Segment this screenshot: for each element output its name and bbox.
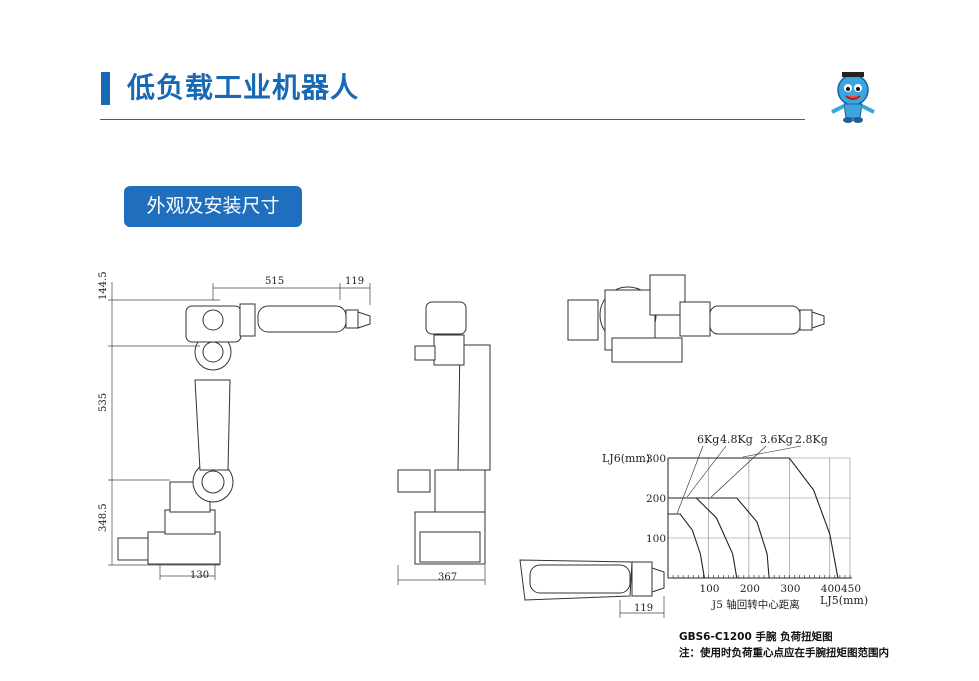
robot-front-view [117,303,371,565]
dim-348-5: 348.5 [98,503,109,532]
section-label-button: 外观及安装尺寸 [124,186,302,227]
dim-119-top: 119 [345,276,364,287]
page-title: 低负载工业机器人 [127,71,360,104]
chart-note: 注：使用时负荷重心点应在手腕扭矩图范围内 [679,647,889,659]
chart-series-3 [668,457,839,579]
chart-caption: GBS6-C1200 手腕 负荷扭矩图 [679,631,833,643]
robot-wrist-view [519,559,665,601]
chart-series-0 [668,513,705,579]
dim-515: 515 [265,276,284,287]
chart-x-tick-label-2: 300 [780,583,800,595]
chart-y-tick-label-1: 200 [646,493,666,505]
chart-xunit: LJ5(mm) [820,594,868,607]
chart-legend-label-0: 6Kg [697,433,719,446]
robot-top-view [567,274,825,363]
dim-367: 367 [438,572,457,583]
dim-130: 130 [190,570,209,581]
chart-x-tick-label-1: 200 [740,583,760,595]
robot-side-view [397,301,491,565]
chart-legend-leader-0 [676,445,704,514]
chart-xlabel: J5 轴回转中心距离 [711,598,800,611]
chart-legend-label-1: 4.8Kg [720,433,753,446]
chart-legend-label-3: 2.8Kg [795,433,828,446]
chart-legend-leader-3 [742,445,802,458]
dim-535: 535 [98,393,109,412]
title-divider [100,119,805,120]
chart-y-tick-label-0: 100 [646,533,666,545]
mascot-logo-icon [831,72,875,123]
chart-legend-leader-2 [711,445,767,498]
chart-legend-label-2: 3.6Kg [760,433,793,446]
chart-x-tick-label-0: 100 [699,583,719,595]
chart-legend-leader-1 [686,445,727,498]
chart-y-tick-label-2: 300 [646,453,666,465]
title-accent-bar [101,72,110,105]
dim-144-5: 144.5 [98,271,109,300]
chart-ylabel: LJ6(mm) [602,452,650,465]
chart-series-2 [668,497,770,579]
dim-119-wrist: 119 [634,603,653,614]
chart-x-tick-label-3: 400 [821,583,841,595]
chart-x-tick-label-4: 450 [841,583,861,595]
